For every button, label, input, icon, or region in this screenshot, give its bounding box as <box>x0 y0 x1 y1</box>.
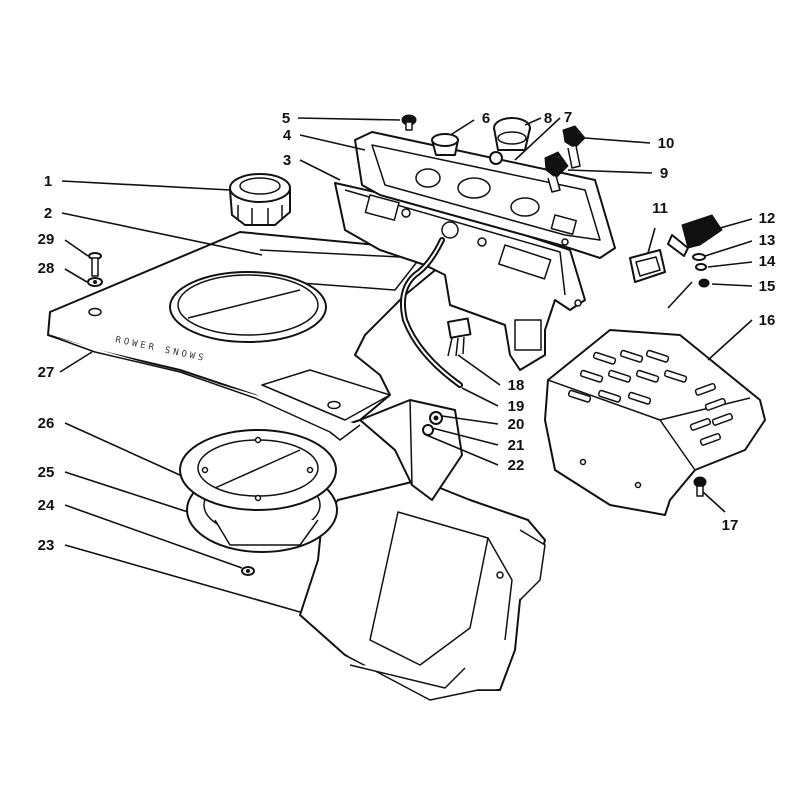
callout-29: 29 <box>38 231 55 248</box>
part-17-screw <box>693 476 707 497</box>
callout-4: 4 <box>283 127 292 144</box>
callout-13: 13 <box>759 232 776 249</box>
callout-20: 20 <box>508 416 525 433</box>
callout-11: 11 <box>652 200 668 217</box>
part-27-top-panel: ROWER SNOWS <box>47 231 446 441</box>
callout-24: 24 <box>38 497 55 514</box>
callout-22: 22 <box>508 457 525 474</box>
part-26-chute-gasket <box>179 429 337 511</box>
callout-17: 17 <box>722 517 739 534</box>
part-20-nut <box>429 411 443 425</box>
part-22-side-panel <box>359 399 463 501</box>
callout-10: 10 <box>658 135 675 152</box>
part-23-lower-housing <box>299 479 546 701</box>
callout-5: 5 <box>282 110 290 127</box>
callout-14: 14 <box>759 253 776 270</box>
part-6-plug <box>431 133 459 156</box>
part-10-toggle-switch <box>562 125 586 169</box>
callout-15: 15 <box>759 278 776 295</box>
callout-16: 16 <box>759 312 776 329</box>
part-1-fuel-cap <box>229 173 291 226</box>
callout-18: 18 <box>508 377 525 394</box>
part-29-bolt <box>88 252 102 277</box>
callout-12: 12 <box>759 210 776 227</box>
part-12-key <box>667 214 723 257</box>
part-11-connector <box>629 249 666 283</box>
callout-2: 2 <box>44 205 52 222</box>
part-19-cable <box>400 237 463 388</box>
part-9-toggle-switch <box>544 151 569 193</box>
part-8-ignition-switch <box>489 117 531 165</box>
callout-9: 9 <box>660 165 668 182</box>
part-3-dash-panel <box>334 182 586 371</box>
callout-7: 7 <box>564 109 572 126</box>
callout-8: 8 <box>544 110 552 127</box>
part-4-upper-bezel <box>354 131 616 259</box>
part-14-lockwasher <box>695 263 707 271</box>
part-5-screw <box>401 114 417 131</box>
callout-26: 26 <box>38 415 55 432</box>
callout-1: 1 <box>44 173 52 190</box>
part-24-washer <box>241 566 255 576</box>
part-18-wire-harness-plug <box>447 317 472 357</box>
leader-lines <box>59 117 753 613</box>
callout-21: 21 <box>508 437 525 454</box>
callout-19: 19 <box>508 398 525 415</box>
callout-6: 6 <box>482 110 490 127</box>
shroud-vent-slots <box>567 349 734 446</box>
callout-25: 25 <box>38 464 55 481</box>
part-16-engine-shroud <box>544 329 766 516</box>
callout-27: 27 <box>38 364 55 381</box>
callout-28: 28 <box>38 260 55 277</box>
callout-3: 3 <box>283 152 291 169</box>
callout-23: 23 <box>38 537 55 554</box>
part-15-screw <box>667 278 710 309</box>
part-28-washer <box>87 277 103 287</box>
part-13-washer <box>692 253 706 261</box>
callout-labels: 1 2 3 4 5 6 7 8 9 10 11 12 13 14 15 16 1… <box>38 109 776 554</box>
